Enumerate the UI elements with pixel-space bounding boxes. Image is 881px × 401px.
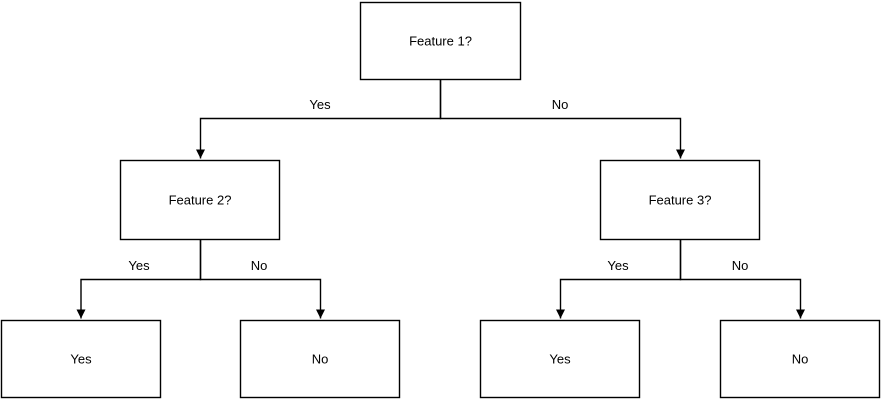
node-leaf-yes-left: Yes — [0, 319, 162, 399]
edge-label-feature1-no: No — [552, 97, 569, 112]
edge-feature1-feature3 — [439, 79, 685, 159]
node-feature1-label: Feature 1? — [409, 34, 472, 49]
node-leaf-no-right-label: No — [792, 352, 809, 367]
node-leaf-no-left-box — [239, 319, 401, 399]
node-feature3-box — [599, 159, 761, 241]
node-leaf-no-left-label: No — [312, 352, 329, 367]
node-leaf-no-left: No — [239, 319, 401, 399]
edge-feature3-leaf-no — [679, 239, 805, 319]
edge-feature1-feature2 — [196, 79, 442, 159]
edge-layer — [76, 79, 805, 319]
node-feature1: Feature 1? — [359, 1, 522, 81]
node-leaf-no-right-box — [719, 319, 881, 399]
edge-feature3-leaf-yes — [556, 239, 682, 319]
node-feature3: Feature 3? — [599, 159, 761, 241]
edge-feature2-leaf-yes — [76, 239, 202, 319]
node-feature2-box — [119, 159, 281, 241]
node-feature2: Feature 2? — [119, 159, 281, 241]
edge-label-feature2-yes: Yes — [128, 258, 150, 273]
edge-label-feature2-no: No — [251, 258, 268, 273]
edge-label-layer: Yes No Yes No Yes No — [128, 97, 748, 273]
node-feature2-label: Feature 2? — [169, 193, 232, 208]
node-leaf-yes-right-box — [479, 319, 641, 399]
node-feature3-label: Feature 3? — [649, 193, 712, 208]
node-leaf-yes-right-label: Yes — [549, 352, 571, 367]
edge-feature2-leaf-no — [199, 239, 325, 319]
edge-label-feature3-no: No — [732, 258, 749, 273]
node-leaf-yes-right: Yes — [479, 319, 641, 399]
node-leaf-yes-left-label: Yes — [70, 352, 92, 367]
node-feature1-box — [359, 1, 522, 81]
edge-label-feature3-yes: Yes — [607, 258, 629, 273]
edge-label-feature1-yes: Yes — [309, 97, 331, 112]
node-leaf-no-right: No — [719, 319, 881, 399]
node-leaf-yes-left-box — [0, 319, 162, 399]
